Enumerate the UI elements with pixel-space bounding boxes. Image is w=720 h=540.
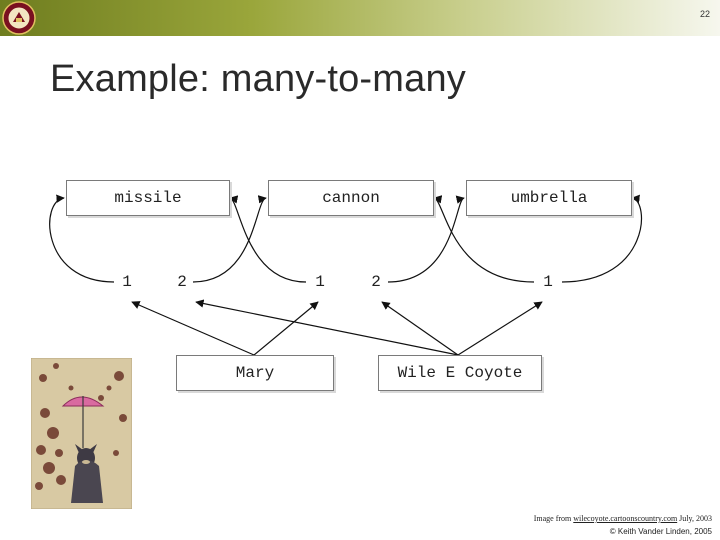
arrow-mary-link1 xyxy=(131,301,255,356)
entity-box-mary: Mary xyxy=(176,355,334,391)
link-number: 2 xyxy=(371,273,381,291)
arrow-link5-umbrella xyxy=(561,194,642,283)
arrow-coyote-link4 xyxy=(381,301,459,356)
image-credit: Image from wilecoyote.cartoonscountry.co… xyxy=(534,514,712,523)
arrow-mary-link3 xyxy=(253,301,319,356)
entity-box-wile-e-coyote: Wile E Coyote xyxy=(378,355,542,391)
slide-number: 22 xyxy=(699,9,710,19)
credit-suffix: July, 2003 xyxy=(677,514,712,523)
header-band xyxy=(0,0,720,36)
arrow-link5-cannon xyxy=(433,195,535,283)
link-number: 1 xyxy=(315,273,325,291)
university-seal-icon xyxy=(2,1,36,35)
credit-link[interactable]: wilecoyote.cartoonscountry.com xyxy=(573,514,678,523)
arrow-coyote-link5 xyxy=(457,301,543,356)
link-number: 1 xyxy=(122,273,132,291)
entity-box-cannon: cannon xyxy=(268,180,434,216)
link-number: 1 xyxy=(543,273,553,291)
arrow-link3-missile xyxy=(229,195,307,283)
wile-e-coyote-umbrella-image xyxy=(31,358,132,509)
entity-box-umbrella: umbrella xyxy=(466,180,632,216)
arrow-link1-missile xyxy=(49,194,115,283)
slide-title: Example: many-to-many xyxy=(50,58,467,100)
arrow-coyote-link2 xyxy=(195,299,459,356)
copyright-notice: © Keith Vander Linden, 2005 xyxy=(609,527,712,536)
arrow-link4-umbrella xyxy=(387,195,465,283)
link-number: 2 xyxy=(177,273,187,291)
entity-box-missile: missile xyxy=(66,180,230,216)
credit-prefix: Image from xyxy=(533,514,574,523)
